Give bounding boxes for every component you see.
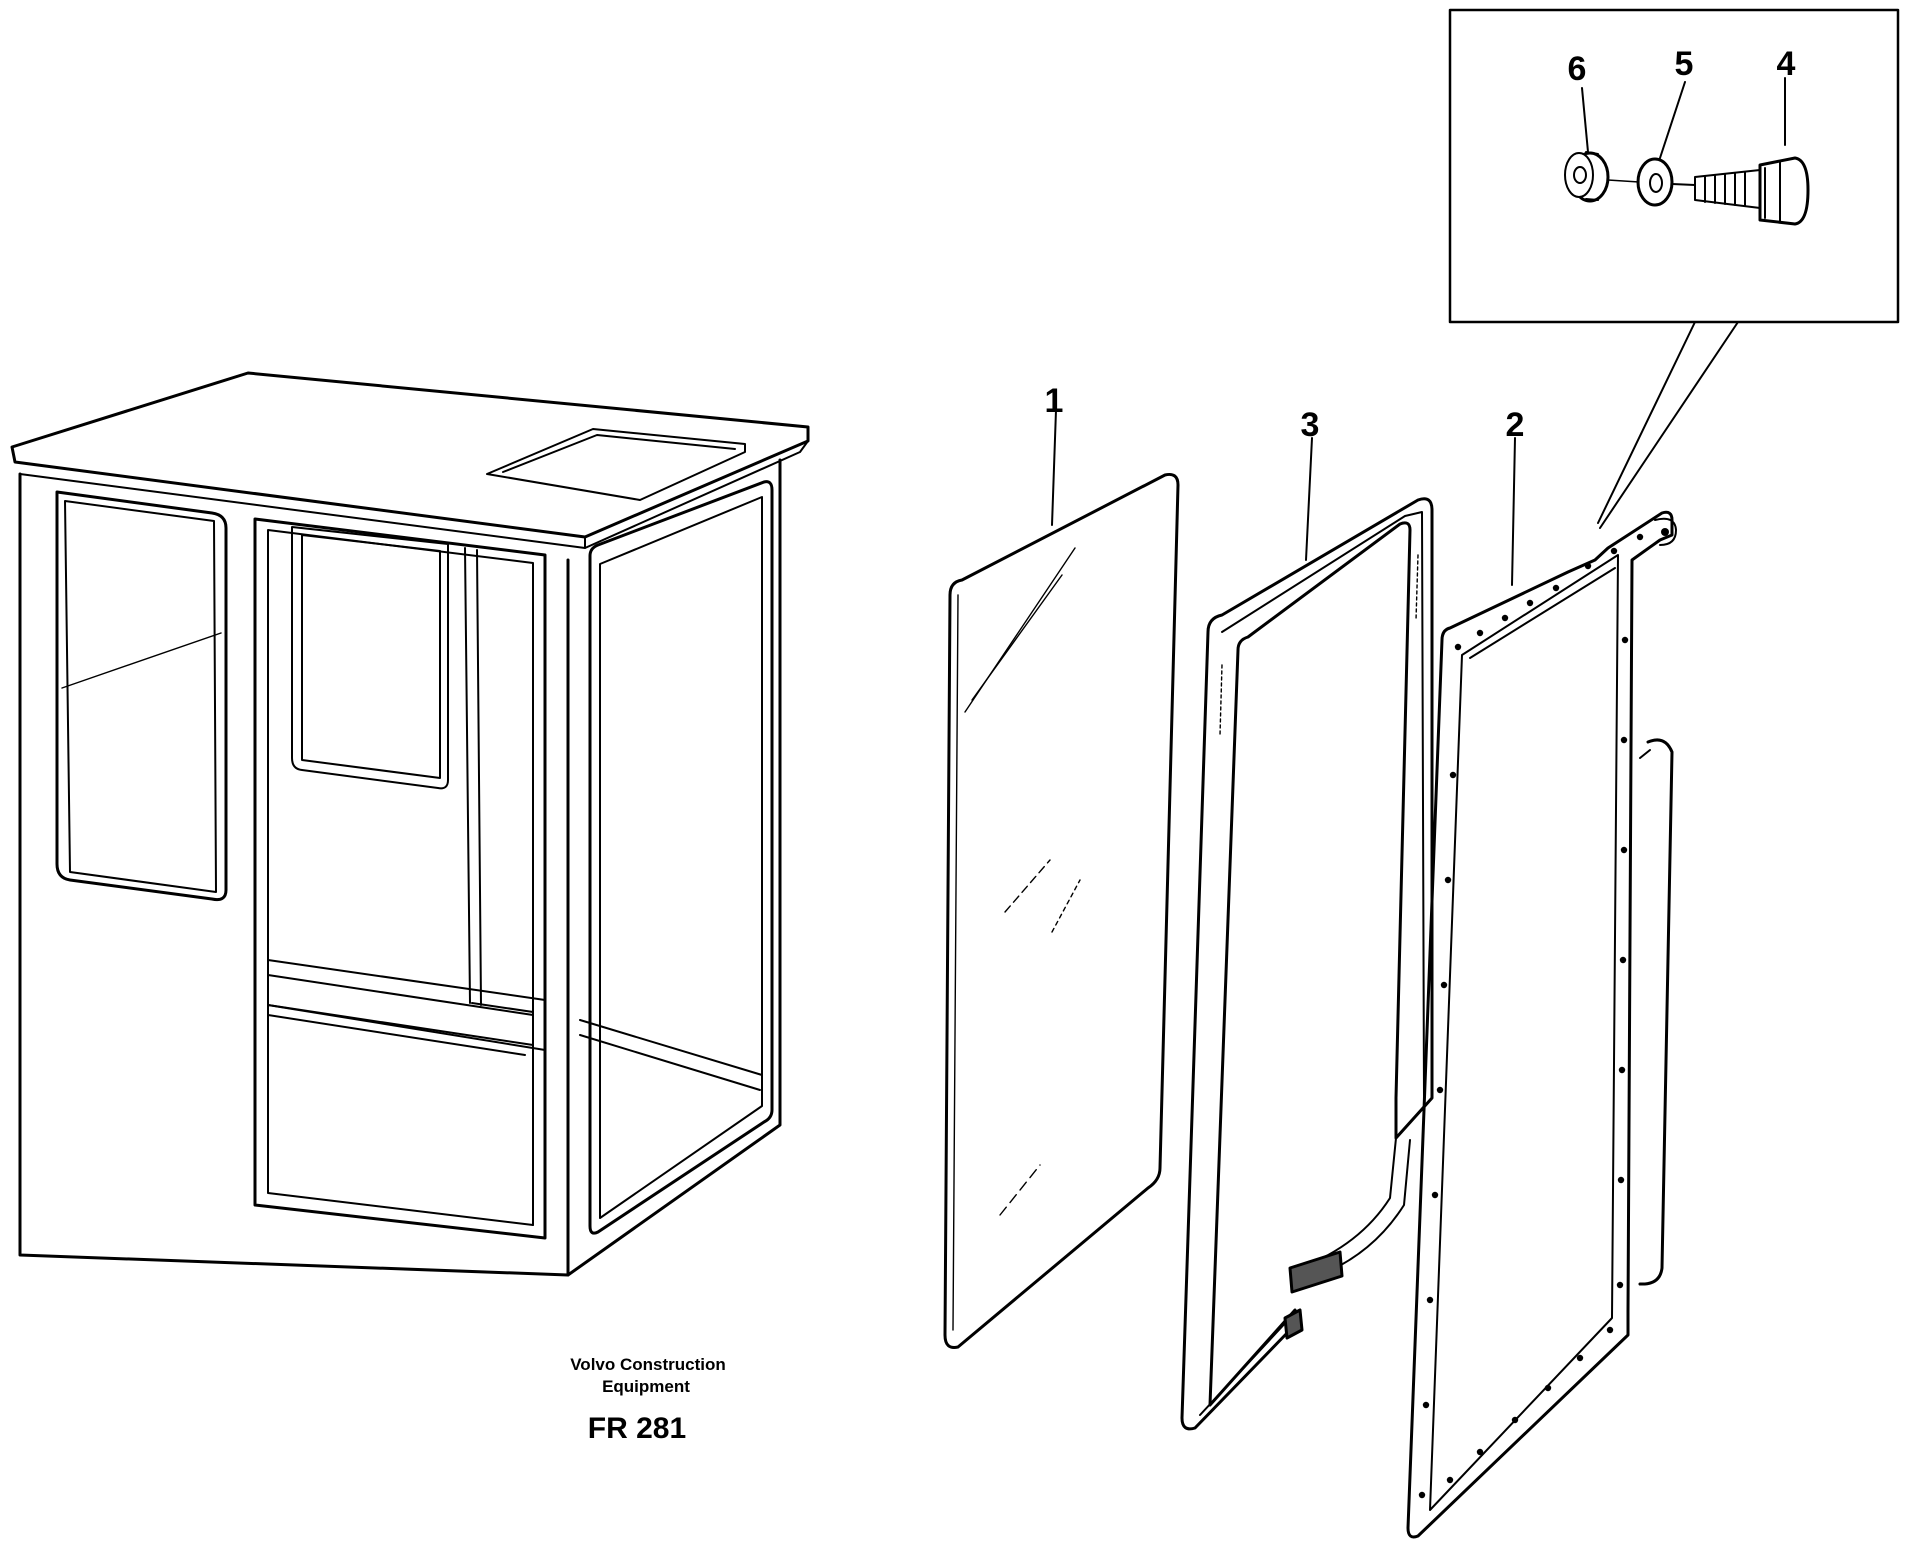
credit-block: Volvo Construction Equipment FR 281 [570, 1355, 726, 1445]
part-label-5: 5 [1675, 45, 1694, 83]
glass-pane-part-1 [943, 473, 1180, 1349]
credit-line-1: Volvo Construction [570, 1355, 726, 1374]
part-label-2: 2 [1506, 406, 1525, 444]
fastener-detail-inset [1448, 8, 1900, 529]
cab-illustration [10, 371, 810, 1277]
credit-line-2: Equipment [602, 1377, 690, 1396]
metal-frame-part-2 [1406, 510, 1677, 1539]
rubber-seal-part-3 [1180, 497, 1434, 1431]
leader-lines [1051, 77, 1786, 586]
drawing-code: FR 281 [588, 1412, 686, 1445]
part-labels: 1 3 2 6 5 4 [1045, 45, 1796, 444]
part-label-4: 4 [1777, 45, 1796, 83]
part-label-6: 6 [1568, 50, 1587, 88]
part-label-3: 3 [1301, 406, 1320, 444]
washer-part-5 [1607, 157, 1674, 207]
bolt-part-4 [1671, 156, 1810, 226]
part-label-1: 1 [1045, 382, 1064, 420]
spacer-part-6 [1564, 151, 1610, 203]
